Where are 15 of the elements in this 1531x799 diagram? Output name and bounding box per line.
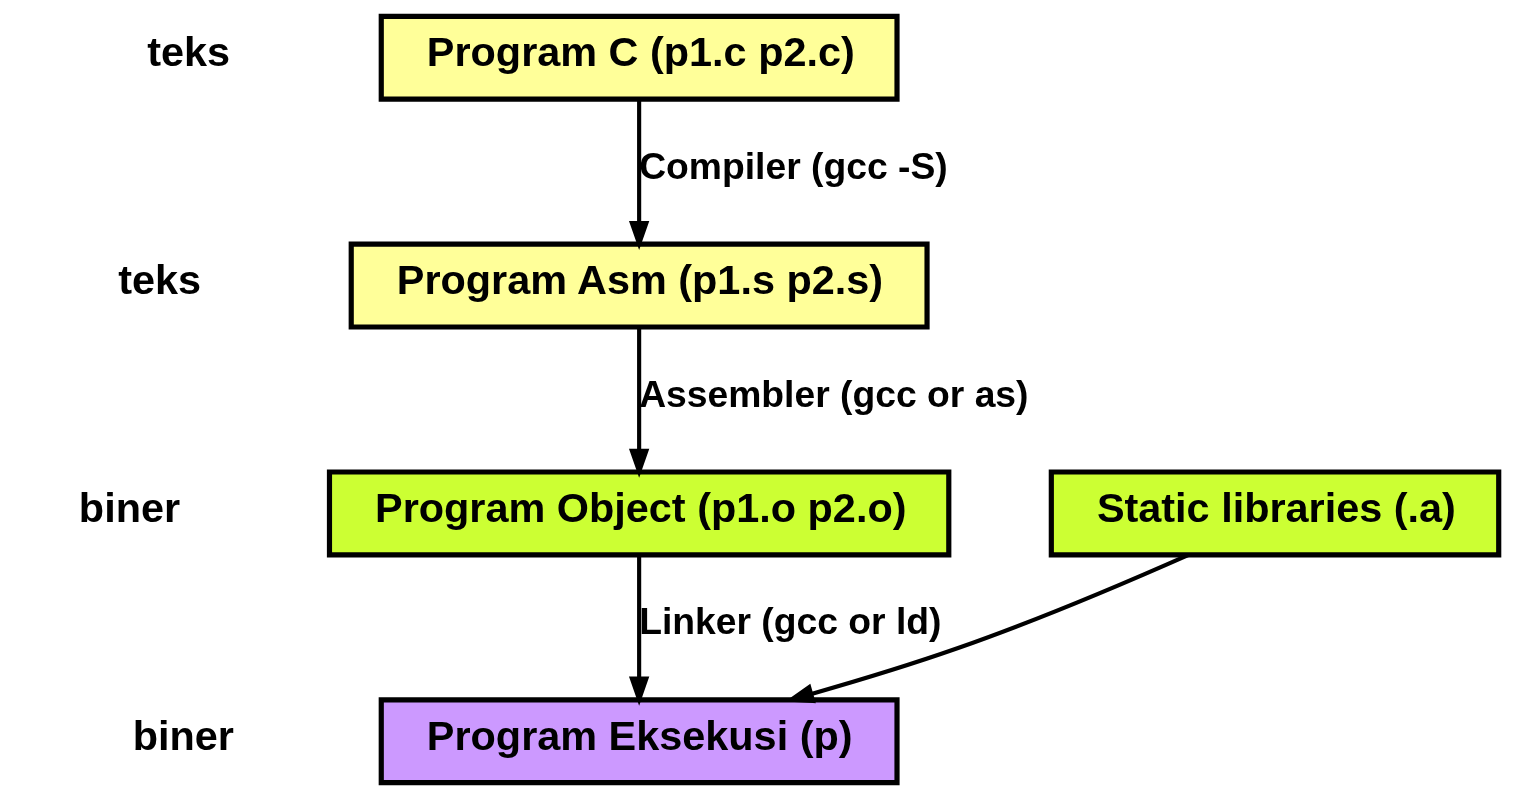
arrow	[628, 554, 649, 706]
node-box: Program Object (p1.o p2.o)	[326, 469, 951, 558]
edge-label: Compiler (gcc -S)	[638, 144, 948, 187]
edge-label: Linker (gcc or ld)	[638, 600, 941, 643]
arrow	[628, 327, 649, 478]
edge-label: Assembler (gcc or as)	[638, 372, 1029, 415]
node-box: Program Asm (p1.s p2.s)	[348, 241, 930, 330]
node-box: Program Eksekusi (p)	[378, 697, 900, 786]
node-label: teks	[117, 256, 201, 303]
node-label: biner	[132, 712, 234, 759]
node-label: biner	[78, 484, 180, 531]
node-box: Static libraries (.a)	[1048, 469, 1501, 558]
arrow	[628, 99, 649, 250]
node-label: teks	[146, 29, 230, 76]
node-box: Program C (p1.c p2.c)	[378, 13, 900, 102]
